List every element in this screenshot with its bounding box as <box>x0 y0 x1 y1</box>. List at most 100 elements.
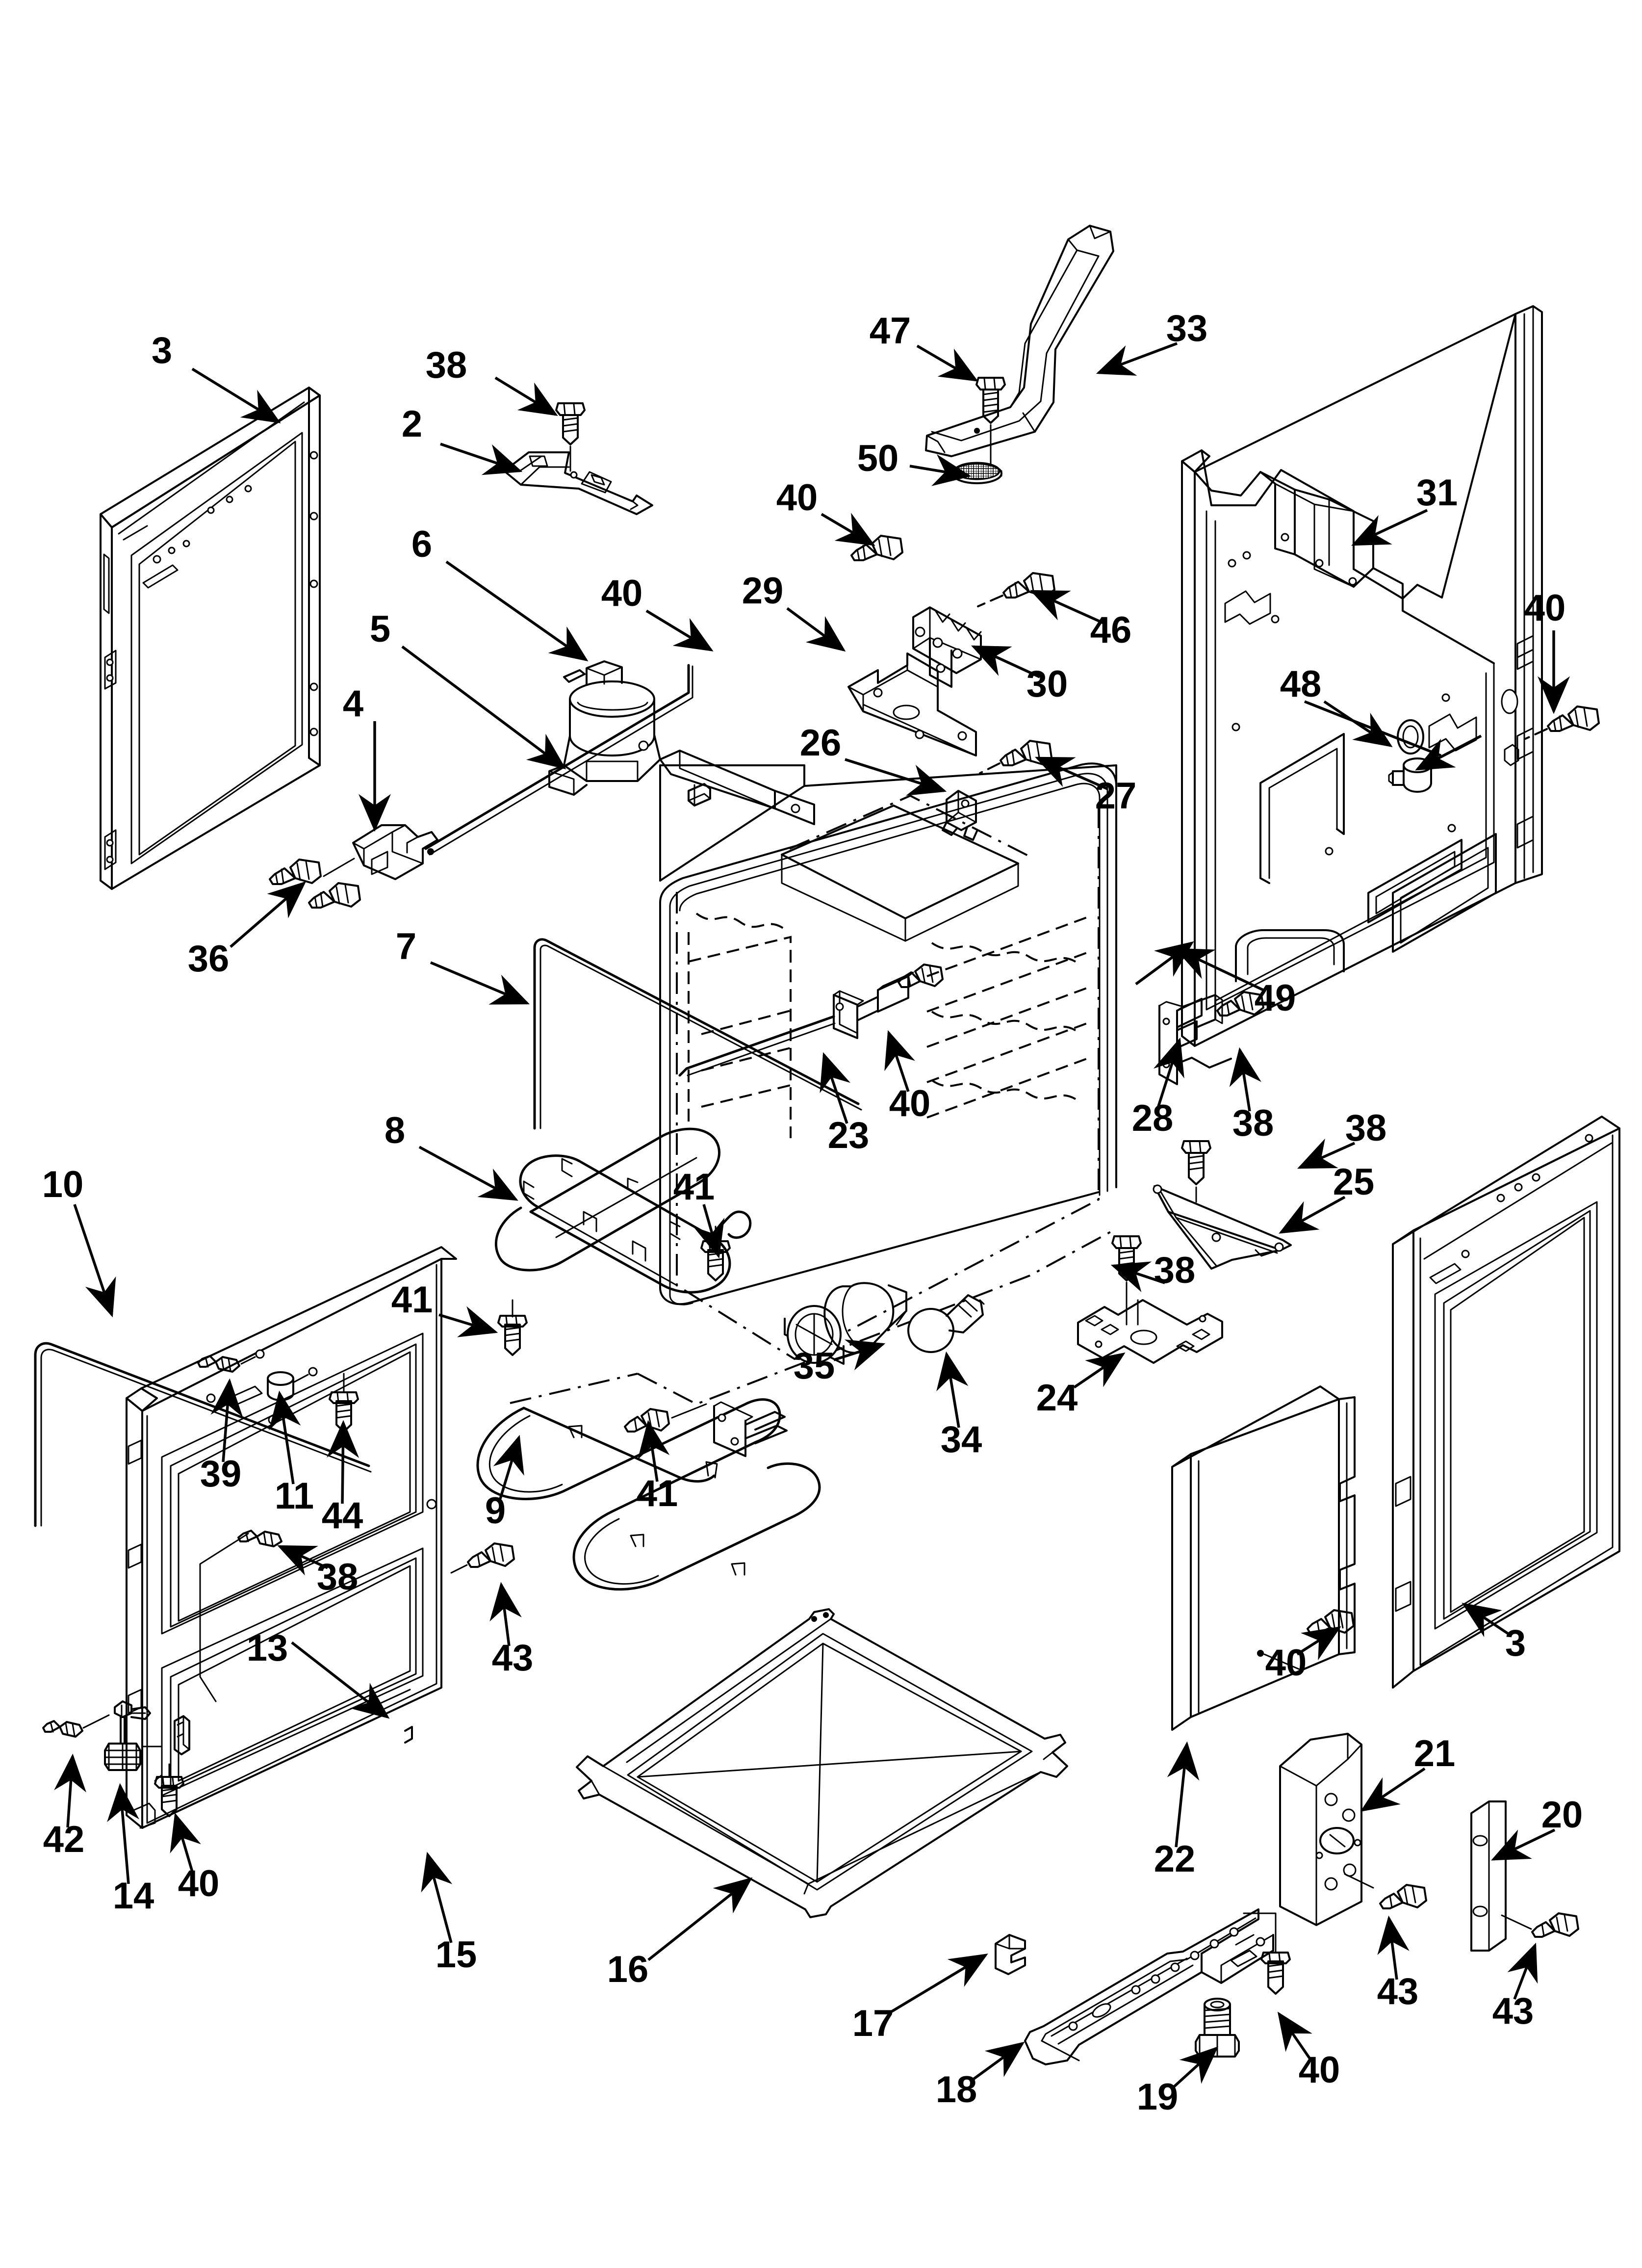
leader-line <box>820 1052 851 1124</box>
part-48-grommet <box>1388 734 1482 793</box>
callout-number: 31 <box>1416 472 1458 514</box>
leader-line <box>1297 1138 1356 1169</box>
callout-10-door-seal-gasket: 10 <box>42 1164 116 1318</box>
callout-number: 41 <box>637 1473 678 1514</box>
leader-line <box>269 1390 301 1485</box>
leader-line <box>1153 1037 1184 1107</box>
callout-11-bushing: 11 <box>269 1390 314 1517</box>
callout-number: 47 <box>870 310 911 352</box>
leader-line <box>1167 1741 1200 1848</box>
leader-line <box>1110 1261 1165 1292</box>
leader-line <box>971 2041 1025 2082</box>
callout-number: 30 <box>1026 663 1068 705</box>
leader-line <box>1073 1352 1126 1389</box>
callout-16-oven-bottom-panel: 16 <box>607 1877 753 1990</box>
callout-34-lamp-bulb: 34 <box>936 1351 982 1460</box>
part-30-terminal-block <box>912 606 982 688</box>
callout-number: 34 <box>941 1419 982 1460</box>
leader-line <box>1279 1196 1346 1234</box>
callout-number: 46 <box>1090 609 1132 651</box>
callout-9-bake-element: 9 <box>485 1434 524 1532</box>
callout-41-screw: 41 <box>391 1279 498 1337</box>
callout-number: 8 <box>385 1110 405 1151</box>
callout-number: 44 <box>322 1495 363 1537</box>
callout-15-front-frame: 15 <box>421 1851 477 1976</box>
callout-47-screw-anti-tip: 47 <box>870 310 978 382</box>
part-38-screw-brace2 <box>1181 1140 1211 1203</box>
callout-number: 38 <box>1232 1102 1274 1144</box>
leader-line <box>1323 700 1393 748</box>
callout-number: 38 <box>1345 1107 1387 1149</box>
callout-number: 22 <box>1154 1838 1196 1880</box>
part-19-leveling-leg <box>1195 1998 1240 2058</box>
callout-number: 38 <box>426 344 467 386</box>
leader-line <box>401 645 566 770</box>
callout-number: 16 <box>607 1949 649 1990</box>
leader-line <box>327 1420 359 1504</box>
callout-3-side-panel-left: 3 <box>152 330 281 423</box>
callout-22-rear-cover-panel: 22 <box>1154 1741 1200 1880</box>
leader-line <box>786 607 846 652</box>
callout-19-leveling-leg: 19 <box>1137 2046 1219 2118</box>
callout-number: 42 <box>43 1819 85 1860</box>
part-46-screw <box>977 572 1055 607</box>
leader-line <box>1277 2011 1312 2060</box>
callout-36-screws-hinge: 36 <box>188 881 307 980</box>
callout-18-drawer-rail: 18 <box>936 2041 1025 2111</box>
callout-39-screw-small: 39 <box>200 1378 243 1495</box>
callout-3-side-panel-right: 3 <box>1462 1602 1526 1664</box>
part-42-screw <box>42 1714 110 1738</box>
part-34-lamp-bulb <box>907 1294 985 1353</box>
part-11-bushing <box>267 1367 318 1401</box>
callout-44-screw: 44 <box>322 1420 363 1537</box>
leader-line <box>230 881 307 948</box>
part-41-screw-a <box>700 1225 731 1281</box>
callout-5-rod-support: 5 <box>370 608 566 770</box>
leader-line <box>1029 590 1104 625</box>
part-44-screw <box>329 1373 359 1433</box>
callout-number: 23 <box>828 1115 870 1156</box>
part-50-washer <box>951 462 1002 484</box>
callout-14-roller-leveler: 14 <box>107 1783 154 1917</box>
leader-line <box>418 1146 518 1201</box>
callout-38-screw: 38 <box>277 1545 358 1598</box>
leader-line <box>107 1783 139 1884</box>
callout-number: 28 <box>1132 1097 1174 1139</box>
leader-line <box>493 1434 524 1499</box>
callout-number: 49 <box>1255 977 1296 1019</box>
callout-35-lamp-lens-socket: 35 <box>794 1339 886 1387</box>
leader-line <box>1351 509 1428 546</box>
callout-13-latch-keeper: 13 <box>247 1627 390 1719</box>
callout-43-screw: 43 <box>1377 1915 1418 2012</box>
part-31-rear-panel <box>1181 305 1543 1047</box>
callout-50-washer: 50 <box>857 438 972 486</box>
leader-line <box>421 1851 453 1943</box>
callout-40-screw: 40 <box>776 477 875 546</box>
leader-line <box>494 376 558 416</box>
callout-number: 18 <box>936 2069 977 2111</box>
leader-line <box>833 1339 886 1371</box>
leader-line <box>1507 1942 1538 2000</box>
leader-line <box>1377 1915 1410 1980</box>
callout-number: 13 <box>247 1627 288 1669</box>
callout-number: 19 <box>1137 2076 1179 2118</box>
callout-40-screw: 40 <box>1277 2011 1340 2091</box>
callout-number: 40 <box>776 477 818 519</box>
part-6-thermostat-switch <box>548 660 815 825</box>
callout-number: 39 <box>200 1453 242 1495</box>
callout-number: 25 <box>1333 1161 1375 1203</box>
callout-38-screw: 38 <box>426 344 558 416</box>
part-43-screw-hinge <box>1379 1884 1427 1909</box>
callout-number: 48 <box>1280 663 1322 705</box>
callout-29-terminal-block-bracket: 29 <box>742 570 846 652</box>
callout-24-mounting-plate: 24 <box>1036 1352 1126 1419</box>
leader-line <box>445 560 589 662</box>
part-49-rear-brace-pointer <box>1135 941 1194 986</box>
leader-line <box>291 1641 390 1719</box>
callout-43-screw: 43 <box>489 1582 533 1679</box>
part-14-roller-leveler <box>104 1700 163 1771</box>
part-18-drawer-rail <box>1024 1908 1274 2065</box>
callout-38-screw: 38 <box>1297 1107 1387 1169</box>
callout-7-wire-rack-guide: 7 <box>396 926 530 1005</box>
